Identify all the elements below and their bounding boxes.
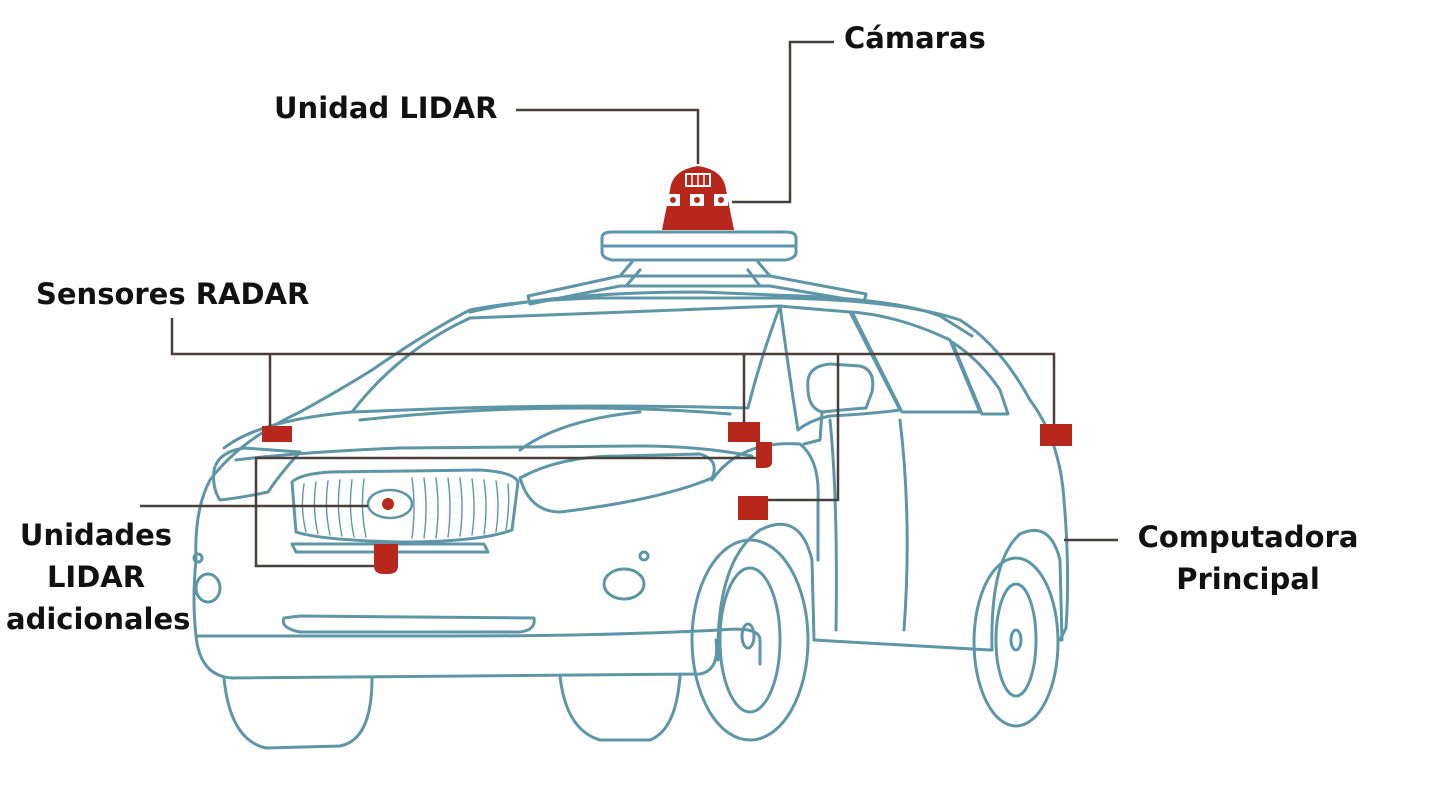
camaras-leader [732, 40, 834, 204]
roof-rack-legs [618, 260, 772, 288]
lidar-mirror-unit [756, 442, 772, 468]
rear-right-hub [1009, 628, 1023, 652]
rear-left-tire [558, 674, 682, 742]
front-right-hub [740, 622, 756, 650]
lidar-bumper-unit [374, 544, 398, 574]
marker-light-left [192, 552, 204, 564]
label-camaras: Cámaras [844, 21, 986, 55]
hood-line [358, 406, 732, 422]
front-right-wheel-inner [718, 566, 782, 714]
door-line-rear [898, 418, 909, 632]
front-fender [710, 442, 820, 562]
lower-grille-bar [290, 542, 490, 554]
grille-lidar-unit [382, 498, 394, 510]
label-line: adicionales [6, 602, 191, 636]
lidar-window-slats [691, 174, 705, 186]
grille-slats [301, 477, 510, 539]
lidar-adicional-leader-2 [254, 456, 756, 568]
car-body [194, 296, 1070, 642]
grille [290, 468, 520, 544]
label-unidad-lidar: Unidad LIDAR [274, 91, 498, 125]
label-sensores-radar: Sensores RADAR [36, 277, 310, 311]
camera-lens-left [670, 197, 676, 203]
label-line: Principal [1176, 562, 1320, 596]
camera-lens-center [694, 197, 700, 203]
rear-wheel-arch [990, 528, 1064, 652]
bumper-lip [194, 634, 719, 680]
side-window-quarter [950, 340, 1010, 416]
mirror-stem [802, 410, 824, 446]
radar-side [738, 496, 768, 520]
headlight-left [212, 446, 302, 502]
lower-intake [281, 614, 536, 634]
car-outline [192, 230, 1070, 750]
label-computadora-principal: Computadora Principal [1124, 516, 1372, 600]
fog-light-left [194, 572, 222, 604]
headlight-right [518, 452, 716, 514]
rear-right-wheel-inner [994, 582, 1038, 698]
side-sill [812, 638, 992, 652]
fog-light-right [602, 567, 646, 601]
front-bumper [192, 558, 762, 666]
radar-front-left [262, 426, 292, 442]
side-window-front [778, 304, 902, 432]
radar-leader-drop-3 [768, 354, 840, 502]
roof-line [468, 290, 974, 338]
radar-leader-main [170, 318, 1056, 424]
front-right-wheel [690, 538, 810, 742]
radar-front-right [728, 422, 760, 442]
rear-right-wheel [972, 556, 1060, 728]
windshield [350, 304, 782, 414]
front-left-tire [222, 676, 374, 750]
hood-crease [518, 410, 642, 452]
front-wheel-arch [716, 522, 816, 662]
label-line: Unidades [19, 518, 173, 552]
label-line: LIDAR [46, 560, 146, 594]
hood-front [234, 444, 754, 462]
sensors [262, 166, 1072, 574]
marker-light-right [638, 550, 650, 562]
camera-lens-right [718, 197, 724, 203]
lidar-platform [600, 230, 798, 262]
hood-line-left [222, 410, 354, 450]
side-mirror [806, 362, 875, 414]
radar-rear [1040, 424, 1072, 446]
leader-lines [140, 40, 1118, 568]
unidad-lidar-leader [516, 108, 700, 164]
label-line: Computadora [1137, 520, 1359, 554]
label-unidades-lidar-adicionales: Unidades LIDAR adicionales [6, 514, 191, 640]
door-line [828, 418, 838, 632]
